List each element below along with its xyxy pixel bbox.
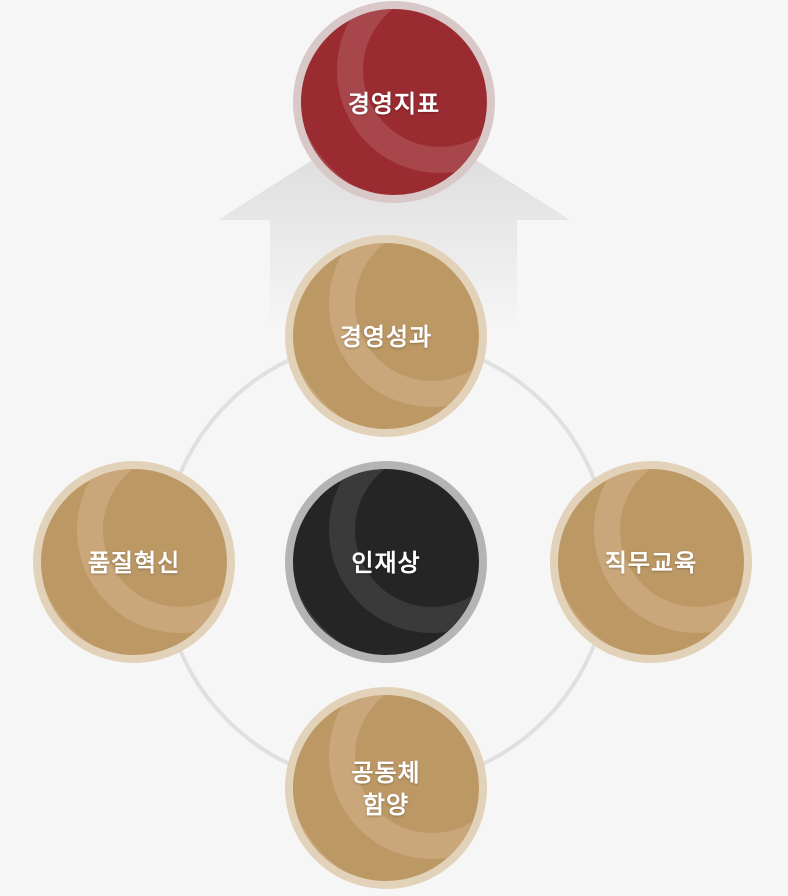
label-community-line1: 공동체	[351, 759, 421, 787]
node-quality-innovation	[33, 461, 235, 663]
node-management-index	[293, 1, 495, 203]
label-management-performance: 경영성과	[339, 323, 433, 351]
label-community-line2: 함양	[362, 791, 410, 819]
label-ideal-talent: 인재상	[351, 549, 421, 577]
node-community-cultivation	[285, 687, 487, 889]
node-management-performance	[285, 235, 487, 437]
label-management-index: 경영지표	[347, 90, 441, 118]
node-ideal-talent	[285, 461, 487, 663]
label-community-cultivation: 공동체 함양	[351, 757, 420, 821]
node-job-education	[550, 461, 752, 663]
label-job-education: 직무교육	[604, 549, 698, 577]
label-quality-innovation: 품질혁신	[87, 549, 181, 577]
